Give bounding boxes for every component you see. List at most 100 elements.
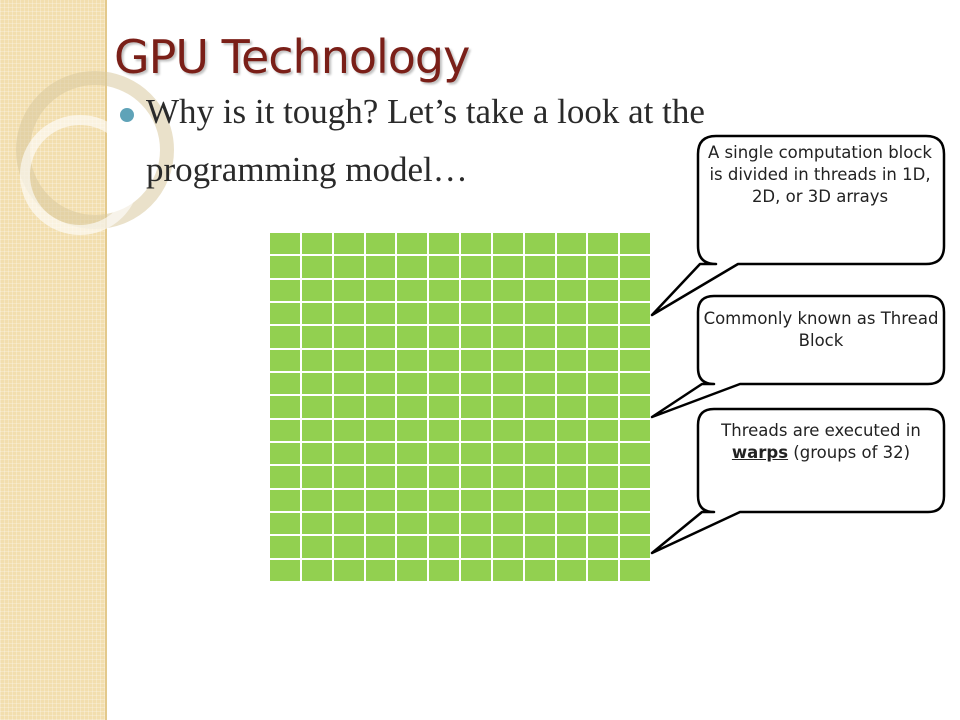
thread-cell [301, 303, 332, 325]
callout-bubble-1 [650, 134, 946, 317]
thread-cell [556, 396, 587, 418]
thread-cell [333, 396, 364, 418]
thread-cell [429, 443, 459, 465]
slide-title: GPU Technology [114, 30, 470, 84]
thread-cell [524, 443, 555, 465]
thread-cell [556, 559, 587, 581]
thread-cell [270, 419, 300, 441]
thread-cell [461, 303, 491, 325]
thread-cell [620, 279, 650, 301]
thread-cell [397, 559, 428, 581]
thread-cell [270, 256, 300, 278]
thread-cell [524, 303, 555, 325]
thread-cell [270, 373, 300, 395]
thread-cell [301, 536, 332, 558]
thread-cell [365, 443, 396, 465]
thread-cell [365, 303, 396, 325]
thread-cell [461, 233, 491, 255]
thread-cell [270, 489, 300, 511]
thread-cell [556, 443, 587, 465]
thread-cell [301, 443, 332, 465]
thread-cell [461, 373, 491, 395]
thread-cell [620, 489, 650, 511]
thread-cell [397, 303, 428, 325]
thread-cell [620, 373, 650, 395]
callout-bubble-2 [650, 294, 946, 419]
thread-cell [620, 326, 650, 348]
thread-cell [461, 466, 491, 488]
thread-cell [461, 536, 491, 558]
thread-cell [333, 419, 364, 441]
thread-cell [492, 466, 523, 488]
thread-cell [397, 513, 428, 535]
thread-cell [524, 256, 555, 278]
thread-cell [270, 303, 300, 325]
thread-cell [620, 233, 650, 255]
thread-cell [620, 466, 650, 488]
thread-cell [620, 396, 650, 418]
thread-cell [524, 373, 555, 395]
thread-cell [556, 233, 587, 255]
thread-cell [333, 233, 364, 255]
thread-cell [333, 559, 364, 581]
thread-cell [461, 349, 491, 371]
thread-cell [301, 489, 332, 511]
thread-cell [429, 303, 459, 325]
thread-cell [365, 419, 396, 441]
thread-cell [301, 373, 332, 395]
thread-cell [365, 489, 396, 511]
callout-text-3: Threads are executed in warps (groups of… [700, 420, 942, 464]
thread-cell [492, 303, 523, 325]
thread-cell [429, 489, 459, 511]
bullet-text-line-2: programming model… [146, 150, 468, 189]
thread-cell [461, 279, 491, 301]
thread-cell [588, 326, 619, 348]
thread-cell [492, 443, 523, 465]
thread-cell [556, 256, 587, 278]
thread-cell [461, 489, 491, 511]
thread-cell [429, 559, 459, 581]
thread-cell [429, 326, 459, 348]
thread-cell [588, 559, 619, 581]
thread-cell [397, 443, 428, 465]
thread-cell [365, 279, 396, 301]
thread-cell [429, 233, 459, 255]
thread-cell [492, 489, 523, 511]
thread-cell [556, 303, 587, 325]
thread-cell [365, 513, 396, 535]
thread-cell [588, 489, 619, 511]
thread-cell [429, 256, 459, 278]
thread-cell [429, 513, 459, 535]
thread-cell [524, 396, 555, 418]
thread-cell [588, 303, 619, 325]
thread-cell [492, 396, 523, 418]
callout-bubble-3 [650, 407, 946, 555]
thread-cell [461, 326, 491, 348]
thread-cell [333, 326, 364, 348]
thread-cell [524, 559, 555, 581]
thread-cell [492, 559, 523, 581]
thread-cell [620, 559, 650, 581]
decorative-rings [16, 71, 174, 235]
thread-cell [588, 349, 619, 371]
thread-cell [333, 349, 364, 371]
thread-block-grid [270, 233, 650, 581]
thread-cell [270, 443, 300, 465]
thread-cell [492, 373, 523, 395]
thread-cell [397, 349, 428, 371]
thread-cell [333, 513, 364, 535]
callout-text-2: Commonly known as Thread Block [703, 309, 939, 350]
thread-cell [365, 536, 396, 558]
thread-cell [461, 396, 491, 418]
thread-cell [524, 349, 555, 371]
thread-cell [524, 513, 555, 535]
thread-cell [461, 419, 491, 441]
thread-cell [588, 233, 619, 255]
thread-cell [365, 233, 396, 255]
thread-cell [301, 419, 332, 441]
thread-cell [301, 233, 332, 255]
thread-cell [333, 303, 364, 325]
thread-cell [492, 419, 523, 441]
thread-cell [556, 489, 587, 511]
thread-cell [301, 513, 332, 535]
